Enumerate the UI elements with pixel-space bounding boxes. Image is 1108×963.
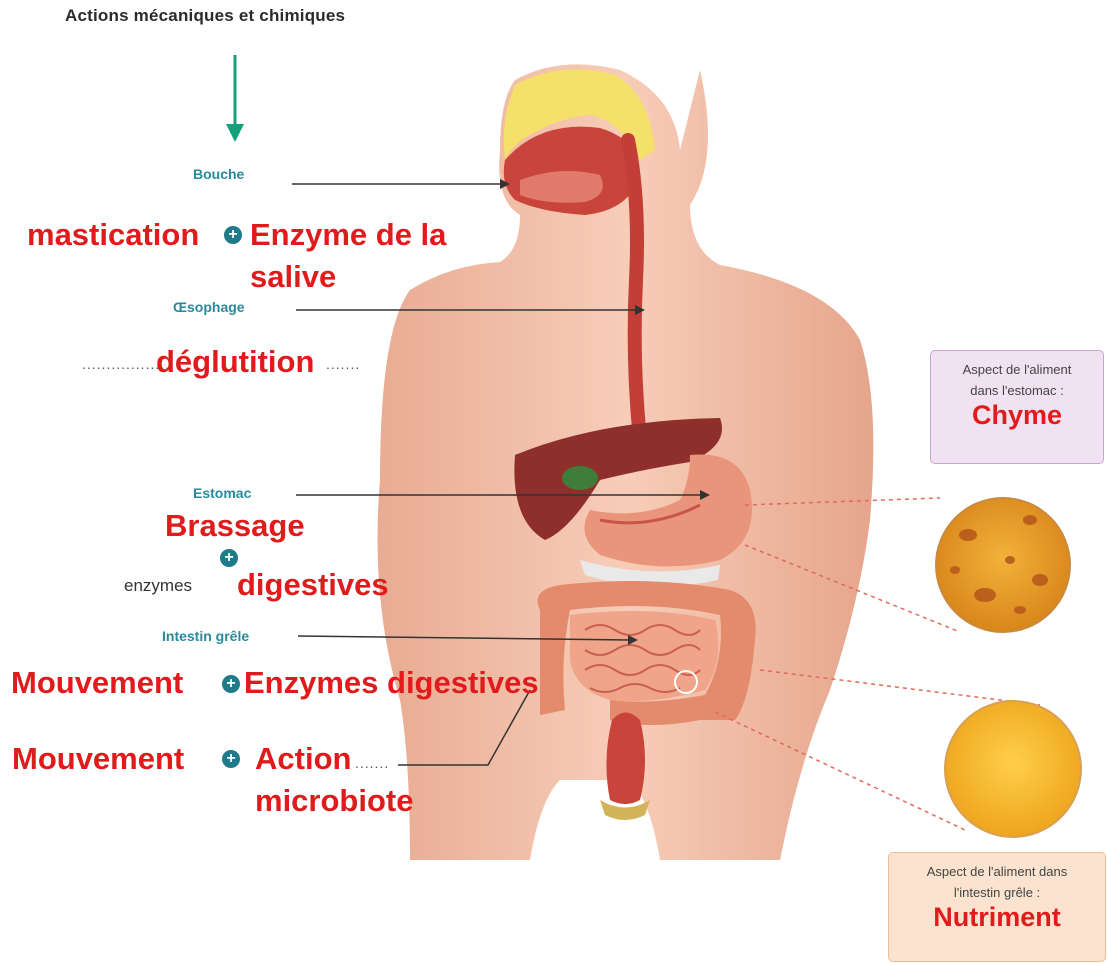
answer-oesophage: déglutition [156,344,314,380]
answer-intestin-left: Mouvement [11,665,183,701]
box-label-line: Aspect de l'aliment dans [889,853,1105,882]
answer-colon-right-1: Action [255,741,351,777]
estomac-aspect-box: Aspect de l'aliment dans l'estomac : Chy… [930,350,1104,464]
intestin-aspect-box: Aspect de l'aliment dans l'intestin grêl… [888,852,1106,962]
plus-icon: + [222,675,240,693]
box-answer-chyme: Chyme [931,405,1103,426]
printed-enzymes: enzymes [124,576,192,596]
plus-icon: + [222,750,240,768]
esophagus [628,140,640,440]
answer-bouche-left: mastication [27,217,199,253]
chyme-sample-disc [936,498,1070,632]
answer-bouche-right-1: Enzyme de la [250,217,446,253]
dotted-fill: ....... [326,356,360,372]
answer-estomac-1: Brassage [165,508,305,544]
answer-estomac-2: digestives [237,567,389,603]
label-oesophage: Œsophage [173,299,245,315]
plus-icon: + [224,226,242,244]
page-title: Actions mécaniques et chimiques [65,6,345,26]
box-label-line: Aspect de l'aliment [931,351,1103,380]
answer-colon-left: Mouvement [12,741,184,777]
dotted-fill: ....... [355,755,389,771]
rectum [606,713,645,805]
answer-bouche-right-2: salive [250,259,336,295]
answer-colon-right-2: microbiote [255,783,413,819]
nutriment-sample-disc [945,701,1081,837]
box-answer-nutriment: Nutriment [889,907,1105,928]
label-intestin: Intestin grêle [162,628,249,644]
plus-icon: + [220,549,238,567]
box-label-line: dans l'estomac : [931,380,1103,401]
label-bouche: Bouche [193,166,244,182]
answer-intestin-right: Enzymes digestives [244,665,539,701]
down-arrow-icon [226,124,244,142]
box-label-line: l'intestin grêle : [889,882,1105,903]
label-estomac: Estomac [193,485,251,501]
